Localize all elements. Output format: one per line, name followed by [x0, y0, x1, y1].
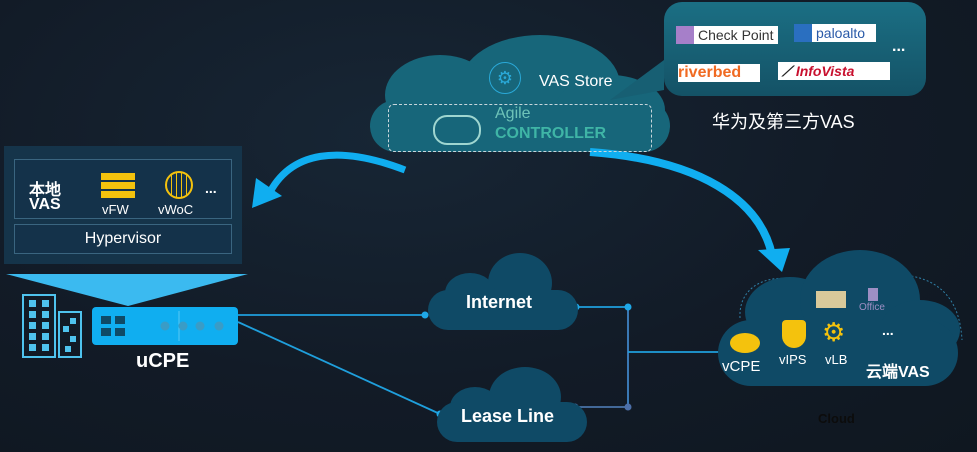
- internet-cloud: [428, 253, 578, 330]
- local-title-2: VAS: [29, 196, 61, 213]
- agile-label: Agile: [495, 105, 531, 122]
- projection-beam: [6, 274, 248, 306]
- checkpoint-logo: Check Point: [676, 26, 778, 44]
- building-icon: [22, 294, 82, 358]
- local-vas-box: 本地 VAS vFW vWoC ...: [14, 159, 232, 219]
- agile-controller[interactable]: Agile CONTROLLER: [388, 104, 652, 152]
- network-links: [237, 306, 730, 415]
- vendor-pointer: [610, 60, 664, 100]
- arrow-to-cloud: [589, 148, 776, 256]
- lease-line-label[interactable]: Lease Line: [461, 406, 555, 426]
- hypervisor-box: Hypervisor: [14, 224, 232, 254]
- vas-store-label[interactable]: VAS Store: [539, 73, 613, 90]
- riverbed-logo: riverbed: [678, 64, 760, 82]
- local-title-1: 本地: [29, 182, 62, 199]
- gear-icon: ⚙: [489, 62, 521, 94]
- local-more: ...: [205, 180, 217, 196]
- office-label: Office: [859, 302, 885, 313]
- vendor-caption: 华为及第三方VAS: [712, 112, 855, 132]
- office-icon: [868, 288, 878, 301]
- cloud-caption: Cloud: [818, 411, 855, 426]
- paloalto-logo: paloalto: [794, 24, 876, 42]
- gear-icon: ⚙: [822, 317, 846, 347]
- controller-cloud-icon: [433, 115, 481, 145]
- controller-label: CONTROLLER: [495, 125, 607, 142]
- arrow-head-left: [252, 178, 282, 208]
- router-icon: [730, 333, 760, 353]
- firewall-icon: [101, 172, 135, 198]
- local-vas-panel: 本地 VAS vFW vWoC ... Hypervisor: [4, 146, 242, 264]
- cloud-more: ...: [882, 322, 894, 338]
- vcpe-label: vCPE: [722, 358, 761, 375]
- vlb-label: vLB: [825, 352, 848, 367]
- hypervisor-label: Hypervisor: [84, 230, 162, 247]
- vips-label: vIPS: [779, 352, 807, 367]
- vfw-label: vFW: [102, 202, 129, 217]
- service-cloud: [718, 250, 963, 386]
- vendor-more: ...: [892, 38, 906, 55]
- mail-icon: [816, 291, 846, 308]
- arrow-head-right: [758, 248, 790, 272]
- infovista-logo: ⟋ InfoVista: [778, 62, 890, 80]
- globe-icon: [165, 171, 193, 199]
- vwoc-label: vWoC: [158, 202, 194, 217]
- shield-icon: [782, 320, 806, 348]
- lease-line-cloud: [437, 367, 587, 442]
- vendor-panel: Check Point paloalto riverbed ⟋ InfoVist…: [664, 2, 926, 96]
- ucpe-label: uCPE: [136, 350, 190, 372]
- internet-label[interactable]: Internet: [466, 292, 533, 312]
- arrow-to-local: [264, 151, 407, 198]
- cloud-vas-title: 云端VAS: [866, 364, 930, 381]
- ucpe-device[interactable]: [92, 307, 238, 345]
